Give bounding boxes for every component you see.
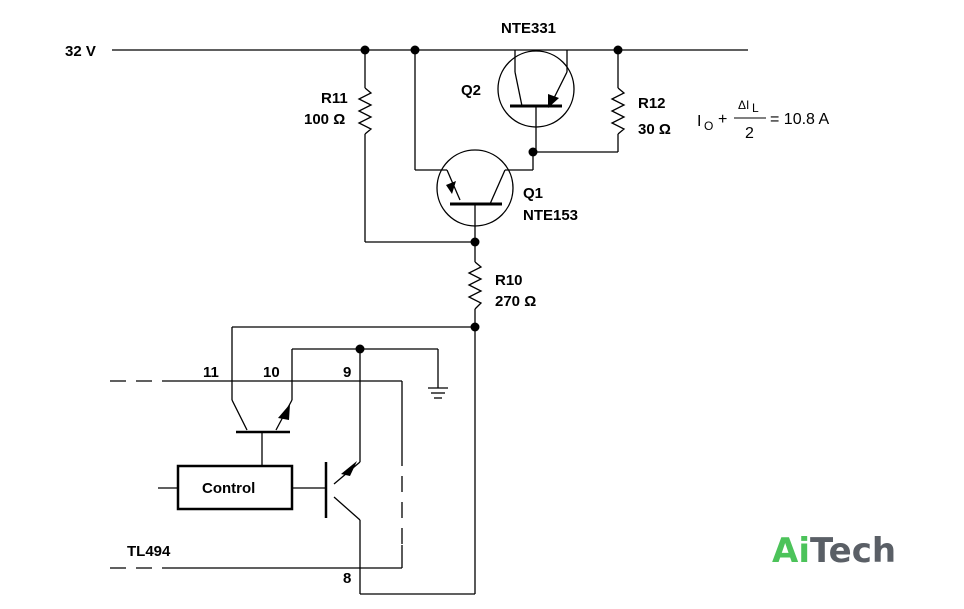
watermark-part1: Ai: [772, 531, 810, 571]
formula-denominator: 2: [745, 125, 754, 142]
lower-transistor-collector-diag: [333, 496, 361, 521]
formula-result: = 10.8 A: [770, 111, 829, 128]
q2-lead-left-diag: [514, 71, 523, 107]
supply-label: 32 V: [65, 43, 96, 60]
ic-name: TL494: [127, 543, 171, 560]
pin-label-9: 9: [343, 364, 351, 381]
lower-transistor-emitter-arrow-icon: [341, 461, 357, 476]
r11-value: 100 Ω: [304, 111, 345, 128]
upper-transistor-collector-diag: [231, 399, 248, 431]
q1-part: NTE153: [523, 207, 578, 224]
r10-value: 270 Ω: [495, 293, 536, 310]
junction-dot: [470, 237, 480, 247]
r10-resistor: [467, 261, 483, 310]
pin-label-8: 8: [343, 570, 351, 587]
control-label: Control: [202, 480, 255, 497]
q2-ref: Q2: [461, 82, 481, 99]
control-block: [176, 464, 294, 511]
q1-ref: Q1: [523, 185, 543, 202]
r11-ref: R11: [321, 90, 348, 107]
r10-ref: R10: [495, 272, 523, 289]
formula-delta-il: ΔI: [738, 98, 749, 112]
r12-ref: R12: [638, 95, 666, 112]
upper-transistor-emitter-arrow-icon: [278, 404, 290, 420]
q2-part: NTE331: [501, 20, 556, 37]
q1-collector-diag: [489, 169, 506, 205]
q1-emitter-arrow-icon: [446, 181, 456, 194]
formula-io-sub: O: [704, 119, 713, 133]
formula-io: I: [697, 113, 701, 130]
formula-plus: +: [718, 111, 727, 128]
r12-value: 30 Ω: [638, 121, 671, 138]
formula-delta-il-sub: L: [752, 101, 759, 115]
watermark-part2: Tech: [810, 531, 896, 571]
r12-resistor: [610, 87, 626, 135]
pin-label-11: 11: [203, 364, 219, 381]
pin-label-10: 10: [263, 364, 280, 381]
q2-emitter-arrow-icon: [548, 94, 559, 108]
watermark-logo: AiTech: [772, 531, 896, 571]
r11-resistor: [357, 87, 373, 135]
